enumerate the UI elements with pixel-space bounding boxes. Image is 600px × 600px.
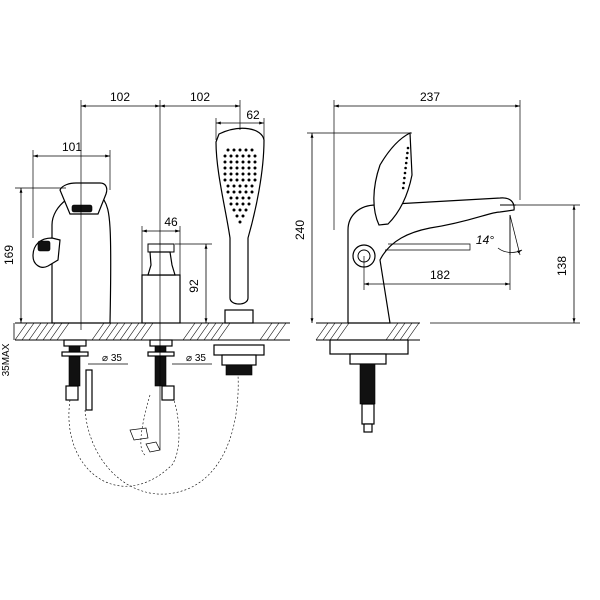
side-view: 237 240 182 14° 138 xyxy=(293,90,580,433)
dim-deck: 35MAX xyxy=(1,323,15,376)
dim-top: 102 102 xyxy=(81,90,240,108)
dim-handshower: 62 xyxy=(215,108,265,140)
dim-spout-height: 138 xyxy=(430,204,580,324)
dim-101: 101 xyxy=(62,140,82,154)
dim-169: 169 xyxy=(2,245,16,265)
dim-hole-right: ⌀ 35 xyxy=(186,353,206,364)
dim-total-height: 240 xyxy=(293,132,412,323)
mixer-body xyxy=(32,182,112,324)
dim-240: 240 xyxy=(293,220,307,240)
dim-62: 62 xyxy=(246,108,260,122)
dim-valve-height: 92 xyxy=(175,243,212,323)
dim-valve-width: 46 xyxy=(141,215,181,275)
dim-hole-left: ⌀ 35 xyxy=(102,353,122,364)
valve-body xyxy=(141,243,181,401)
dim-138: 138 xyxy=(555,256,569,276)
dim-102-left: 102 xyxy=(110,90,130,104)
dim-102-right: 102 xyxy=(190,90,210,104)
centre-lines xyxy=(80,100,241,450)
dim-spout-angle: 14° xyxy=(476,214,523,256)
dim-92: 92 xyxy=(187,279,201,293)
side-deck xyxy=(315,322,420,341)
dim-35max: 35MAX xyxy=(1,343,12,376)
dim-mixer-width: 101 xyxy=(32,140,111,238)
hoses xyxy=(68,374,239,495)
dim-holes: ⌀ 35 ⌀ 35 xyxy=(88,353,212,365)
spout-body xyxy=(329,132,516,433)
deck-surface xyxy=(14,322,290,341)
handshower xyxy=(213,127,265,376)
dim-spout-length: 237 xyxy=(333,90,521,230)
dim-46: 46 xyxy=(164,215,178,229)
mixer-connection xyxy=(61,339,93,411)
dim-mixer-height: 169 xyxy=(2,187,66,323)
dim-14-deg: 14° xyxy=(476,233,494,247)
dim-182: 182 xyxy=(430,268,450,282)
front-view: 102 102 62 101 169 46 xyxy=(1,90,290,495)
dim-237: 237 xyxy=(420,90,440,104)
